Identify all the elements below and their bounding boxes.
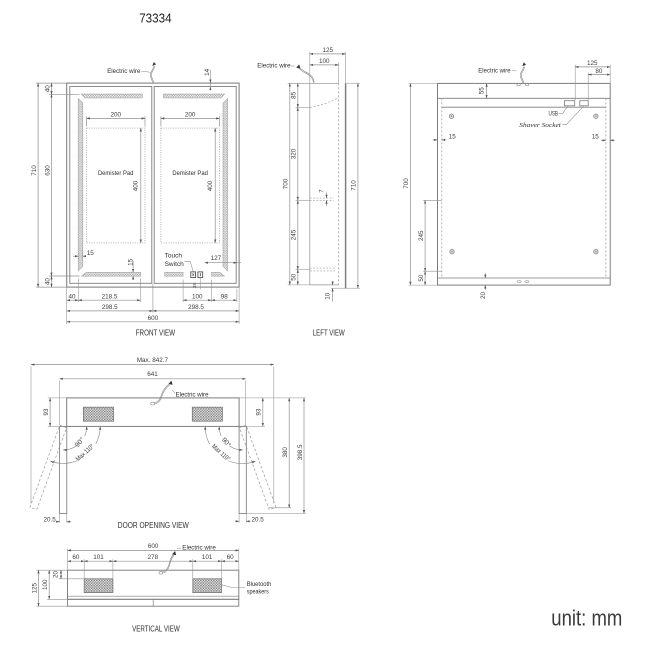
- svg-text:FRONT VIEW: FRONT VIEW: [136, 329, 176, 338]
- svg-text:7: 7: [319, 189, 325, 192]
- svg-text:15: 15: [87, 250, 95, 257]
- svg-text:73334: 73334: [139, 10, 171, 25]
- svg-text:15: 15: [127, 258, 134, 266]
- svg-text:100: 100: [319, 58, 330, 65]
- svg-text:60: 60: [227, 554, 235, 561]
- svg-text:15: 15: [449, 133, 457, 140]
- svg-text:Bluetooth: Bluetooth: [247, 581, 272, 588]
- svg-text:298.5: 298.5: [102, 304, 118, 311]
- svg-text:40: 40: [44, 85, 51, 93]
- svg-text:DOOR OPENING VIEW: DOOR OPENING VIEW: [118, 521, 189, 530]
- svg-text:Demister Pad: Demister Pad: [172, 170, 208, 177]
- svg-text:218.5: 218.5: [102, 293, 118, 300]
- svg-text:Switch: Switch: [165, 261, 185, 268]
- svg-text:50: 50: [418, 274, 425, 282]
- svg-text:20: 20: [52, 571, 59, 579]
- svg-text:101: 101: [93, 554, 104, 561]
- svg-text:Demister Pad: Demister Pad: [98, 170, 134, 177]
- svg-text:100: 100: [42, 579, 49, 590]
- svg-text:245: 245: [418, 230, 425, 241]
- svg-text:55: 55: [478, 87, 485, 95]
- svg-text:Shaver Socket: Shaver Socket: [519, 122, 561, 129]
- svg-text:400: 400: [207, 180, 214, 191]
- svg-text:710: 710: [351, 180, 358, 191]
- svg-text:50: 50: [291, 273, 298, 281]
- svg-text:60: 60: [72, 554, 80, 561]
- svg-text:40: 40: [68, 293, 76, 300]
- svg-text:600: 600: [148, 315, 159, 322]
- svg-text:USB: USB: [549, 110, 559, 117]
- svg-text:98: 98: [221, 293, 229, 300]
- svg-text:VERTICAL VIEW: VERTICAL VIEW: [132, 625, 180, 634]
- svg-text:641: 641: [147, 371, 158, 378]
- svg-text:278: 278: [148, 554, 159, 561]
- svg-text:Electric wire: Electric wire: [478, 68, 511, 75]
- svg-text:Touch: Touch: [165, 253, 183, 260]
- svg-text:700: 700: [283, 178, 290, 189]
- svg-text:Electric wire: Electric wire: [257, 63, 291, 70]
- svg-text:298.5: 298.5: [188, 304, 204, 311]
- svg-text:20.5: 20.5: [44, 516, 57, 523]
- svg-text:125: 125: [322, 47, 333, 54]
- svg-text:600: 600: [148, 543, 159, 550]
- svg-text:400: 400: [132, 180, 139, 191]
- svg-text:85: 85: [291, 91, 298, 99]
- svg-text:speakers: speakers: [247, 589, 270, 596]
- svg-text:200: 200: [185, 112, 196, 119]
- svg-text:38: 38: [192, 283, 197, 289]
- svg-text:630: 630: [44, 165, 51, 176]
- svg-text:398.5: 398.5: [297, 444, 304, 460]
- svg-text:unit: mm: unit: mm: [551, 606, 622, 631]
- svg-text:127: 127: [211, 255, 222, 262]
- svg-text:710: 710: [31, 165, 38, 176]
- svg-text:Electric wire: Electric wire: [107, 68, 141, 75]
- svg-text:Electric wire: Electric wire: [182, 545, 216, 552]
- svg-text:101: 101: [202, 554, 213, 561]
- svg-text:40: 40: [44, 278, 51, 286]
- svg-text:Max. 842.7: Max. 842.7: [137, 357, 169, 364]
- svg-text:20.5: 20.5: [252, 516, 265, 523]
- svg-text:700: 700: [403, 178, 410, 189]
- svg-text:200: 200: [110, 112, 121, 119]
- svg-text:100: 100: [192, 293, 203, 300]
- svg-text:Electric wire: Electric wire: [176, 391, 209, 398]
- svg-text:20: 20: [480, 292, 487, 300]
- svg-text:245: 245: [291, 229, 298, 240]
- svg-text:380: 380: [282, 447, 289, 458]
- svg-text:125: 125: [31, 582, 38, 593]
- svg-text:125: 125: [587, 60, 598, 67]
- svg-text:93: 93: [256, 408, 263, 416]
- svg-text:15: 15: [592, 133, 600, 140]
- svg-text:14: 14: [204, 68, 211, 76]
- svg-text:LEFT VIEW: LEFT VIEW: [313, 328, 345, 337]
- svg-text:10: 10: [324, 292, 331, 300]
- svg-text:320: 320: [291, 148, 298, 159]
- svg-text:80: 80: [595, 68, 603, 75]
- svg-text:93: 93: [43, 408, 50, 416]
